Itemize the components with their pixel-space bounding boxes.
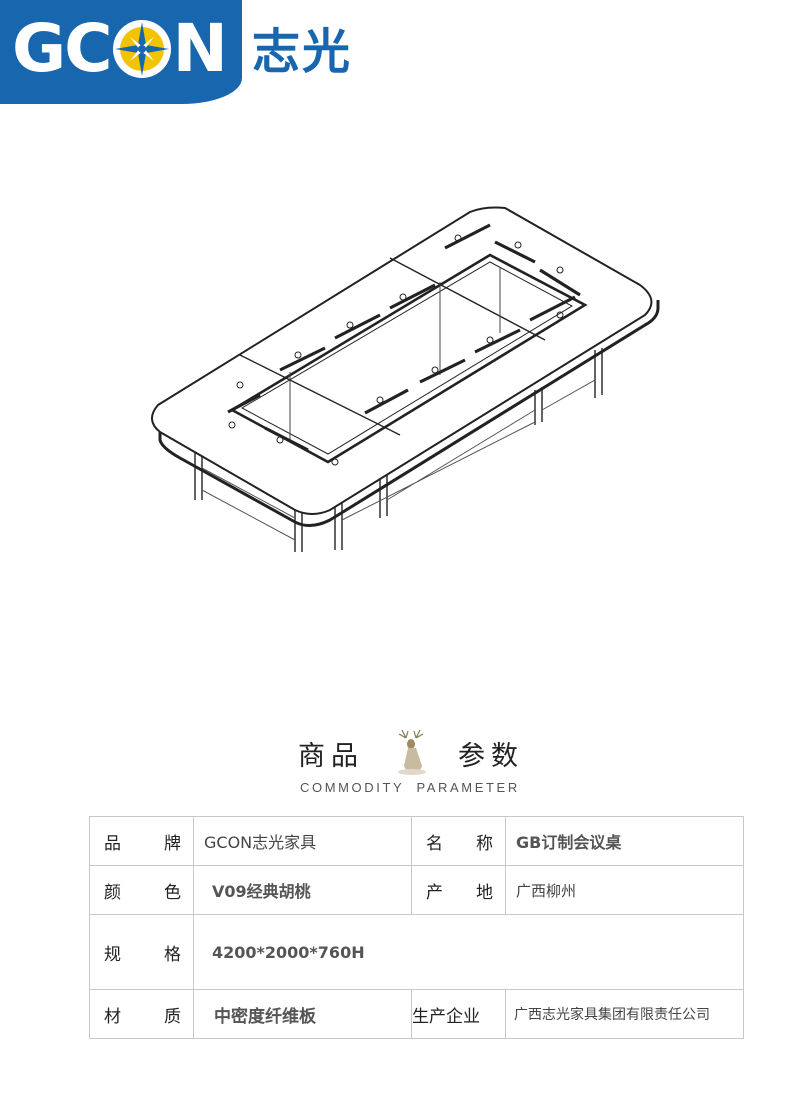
label-spec: 规格 [89, 914, 194, 990]
section-title: 商品 参数 COMMODITY PARAMETER [0, 728, 800, 798]
label-manufacturer: 生产企业 [411, 989, 506, 1039]
table-row: 颜色 V09经典胡桃 产地 广西柳州 [89, 865, 744, 915]
value-manufacturer: 广西志光家具集团有限责任公司 [505, 989, 744, 1039]
title-right: 参数 [458, 741, 524, 772]
value-origin: 广西柳州 [505, 865, 744, 915]
value-color: V09经典胡桃 [193, 865, 412, 915]
value-name: GB订制会议桌 [505, 816, 744, 866]
logo-letters-gc: GC [12, 10, 113, 87]
logo-text: GC N [12, 10, 228, 87]
value-brand: GCON志光家具 [193, 816, 412, 866]
deer-icon [398, 729, 426, 775]
value-material: 中密度纤维板 [193, 989, 412, 1039]
brand-logo: GC N [0, 0, 242, 104]
value-spec: 4200*2000*760H [193, 914, 744, 990]
label-material: 材质 [89, 989, 194, 1039]
parameter-table: 品牌 GCON志光家具 名称 GB订制会议桌 颜色 V09经典胡桃 产地 广西柳… [89, 816, 744, 1039]
label-brand: 品牌 [89, 816, 194, 866]
star-icon [112, 20, 171, 78]
table-row: 品牌 GCON志光家具 名称 GB订制会议桌 [89, 816, 744, 866]
label-color: 颜色 [89, 865, 194, 915]
logo-chinese: 志光 [252, 24, 353, 80]
table-row: 规格 4200*2000*760H [89, 914, 744, 990]
title-subtitle: COMMODITY PARAMETER [300, 780, 520, 795]
label-origin: 产地 [411, 865, 506, 915]
logo-letter-n: N [172, 10, 228, 87]
table-row: 材质 中密度纤维板 生产企业 广西志光家具集团有限责任公司 [89, 989, 744, 1039]
title-left: 商品 [298, 741, 364, 772]
label-name: 名称 [411, 816, 506, 866]
conference-table-drawing [151, 206, 660, 552]
